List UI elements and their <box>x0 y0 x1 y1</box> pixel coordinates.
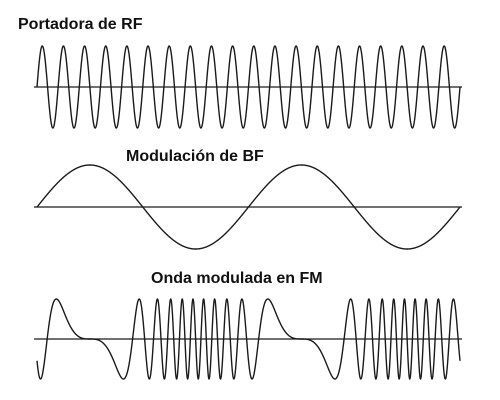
modulating-wave <box>36 164 461 250</box>
fm-panel: Onda modulada en FM <box>34 270 462 380</box>
fm-title: Onda modulada en FM <box>151 270 323 287</box>
fm-wave <box>36 298 461 380</box>
modulating-title: Modulación de BF <box>126 148 264 165</box>
carrier-wave <box>36 45 461 129</box>
carrier-title: Portadora de RF <box>18 16 143 33</box>
carrier-panel: Portadora de RF <box>18 16 462 129</box>
modulating-panel: Modulación de BF <box>34 148 462 250</box>
